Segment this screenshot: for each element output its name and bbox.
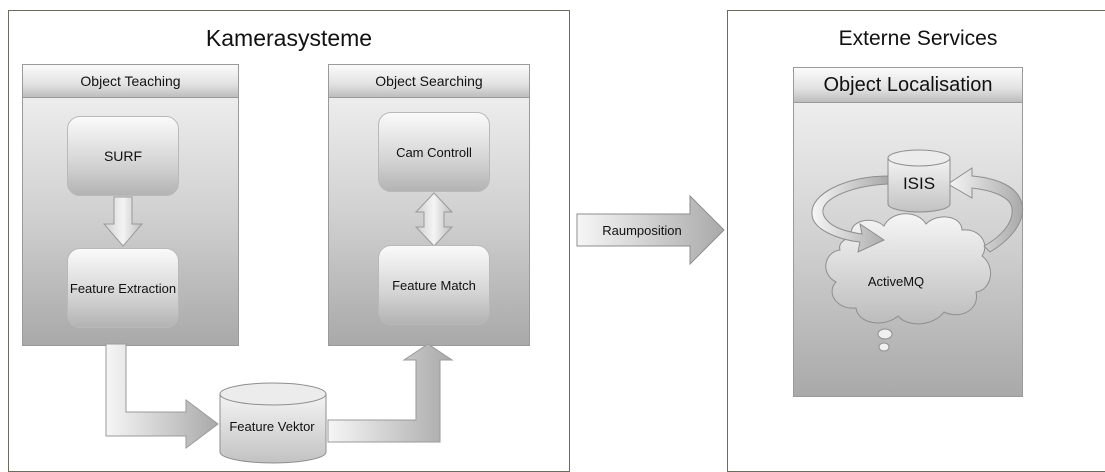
object-localisation-card: Object Localisation [793, 67, 1023, 397]
feature-vektor-label: Feature Vektor [229, 419, 315, 434]
externe-services-title: Externe Services [838, 27, 998, 50]
surf-node: SURF [67, 116, 179, 196]
object-localisation-header: Object Localisation [793, 67, 1023, 103]
cam-controll-node: Cam Controll [378, 112, 490, 192]
circular-arrow-right [947, 167, 1024, 253]
feature-vektor-cylinder [219, 382, 327, 464]
vektor-to-searching-arrow [327, 343, 454, 443]
raumposition-label: Raumposition [602, 223, 682, 238]
surf-to-extraction-arrow [102, 196, 144, 247]
teaching-to-vektor-arrow [105, 343, 219, 449]
object-searching-header: Object Searching [328, 64, 530, 98]
activemq-label: ActiveMQ [867, 274, 925, 289]
feature-extraction-node: Feature Extraction [67, 248, 179, 328]
kamerasysteme-title: Kamerasysteme [205, 25, 373, 51]
cam-match-double-arrow [414, 192, 454, 247]
circular-arrow-left [811, 175, 889, 253]
object-teaching-header: Object Teaching [22, 64, 239, 98]
isis-cylinder [887, 149, 951, 213]
isis-label: ISIS [902, 174, 936, 193]
feature-match-node: Feature Match [378, 245, 490, 325]
raumposition-arrow [576, 194, 725, 266]
